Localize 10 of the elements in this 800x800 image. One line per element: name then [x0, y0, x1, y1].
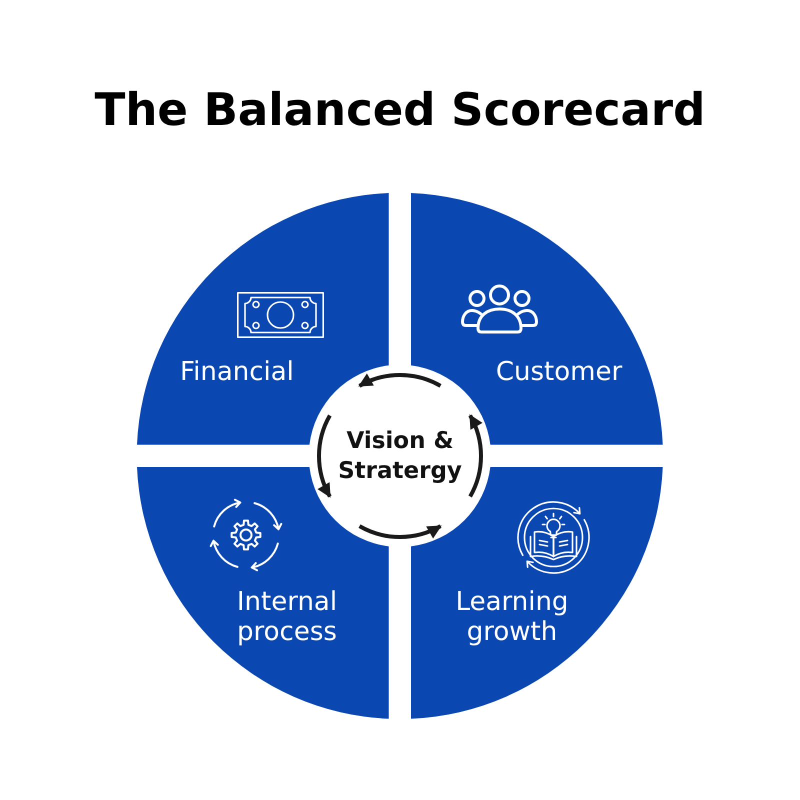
perspective-label: Financial [180, 356, 294, 387]
cycle-arrow [468, 414, 483, 498]
perspective-label: Customer [496, 356, 622, 387]
perspective-label: Learning growth [454, 587, 570, 647]
cycle-arrow [358, 524, 442, 539]
cycle-arrow [358, 373, 442, 388]
perspective-label: Internal process [236, 587, 338, 647]
center-label: Vision & Stratergy [337, 427, 463, 486]
diagram-title: The Balanced Scorecard [94, 84, 706, 136]
cycle-arrow [317, 414, 332, 498]
